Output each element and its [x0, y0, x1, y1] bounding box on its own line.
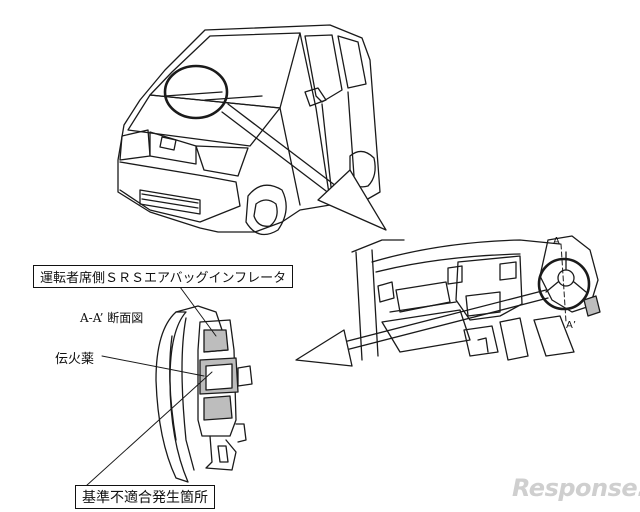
section-line	[560, 243, 567, 323]
squib-label: 伝火薬	[55, 352, 95, 367]
defect-location-label: 基準不適合発生箇所	[75, 485, 215, 509]
section-mark-a-prime: A’	[566, 320, 577, 331]
section-mark-a: A	[553, 236, 560, 247]
arrow-dash-to-section	[295, 289, 549, 367]
arrow-car-to-dash	[221, 103, 387, 231]
highlight-circle-car	[163, 64, 229, 120]
leader-lines	[85, 286, 217, 487]
response-logo: Response.	[512, 474, 640, 502]
cross-section-illustration	[155, 305, 253, 483]
highlight-circle-steering	[537, 257, 591, 311]
response-logo-text: Response.	[512, 474, 640, 502]
section-view-label: A-A’ 断面図	[80, 311, 144, 325]
dashboard-illustration	[351, 235, 601, 361]
airbag-inflator-label: 運転者席側ＳＲＳエアバッグインフレータ	[33, 265, 294, 288]
